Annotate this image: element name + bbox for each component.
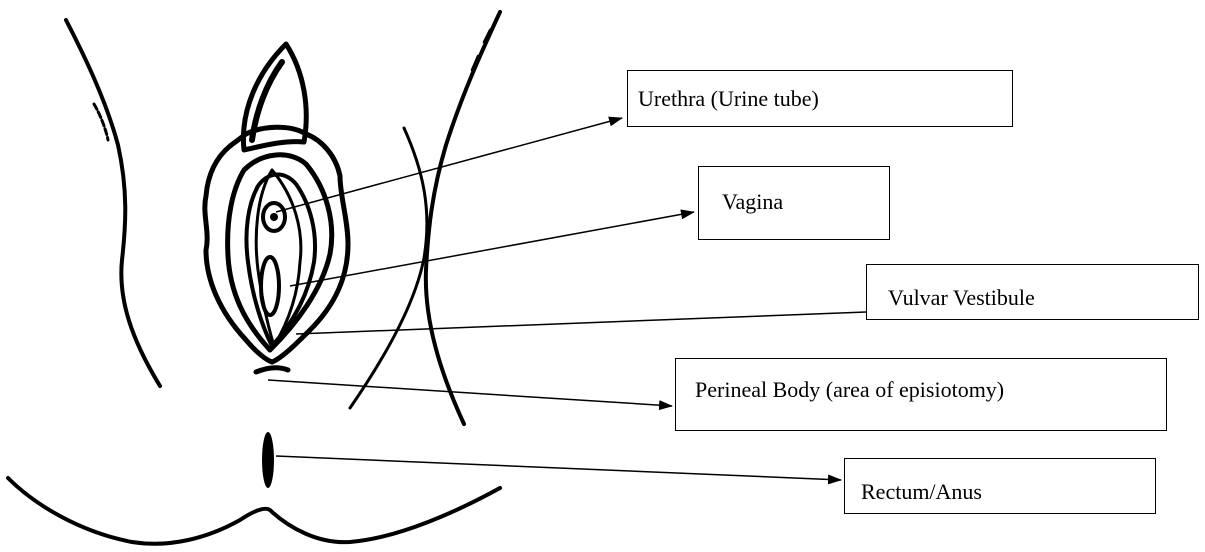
- anus: [262, 432, 274, 488]
- left-thigh-outline: [66, 20, 160, 386]
- urethra-dot: [270, 213, 278, 221]
- label-rectum-anus: Rectum/Anus: [844, 458, 1156, 514]
- vaginal-opening: [261, 257, 279, 315]
- label-vulvar-vestibule: Vulvar Vestibule: [866, 264, 1199, 320]
- buttocks-outline: [8, 478, 500, 544]
- leader-rectum: [276, 456, 841, 480]
- leader-vagina: [290, 212, 694, 286]
- leader-perineal: [268, 380, 672, 406]
- label-vagina-text: Vagina: [722, 191, 783, 213]
- perineal-body: [256, 368, 288, 372]
- label-vagina: Vagina: [698, 166, 890, 240]
- right-thigh-outline: [426, 12, 500, 424]
- label-rectum-anus-text: Rectum/Anus: [861, 481, 982, 503]
- label-urethra: Urethra (Urine tube): [627, 70, 1013, 127]
- leader-vestibule: [296, 312, 866, 334]
- label-urethra-text: Urethra (Urine tube): [638, 88, 819, 110]
- label-perineal-body: Perineal Body (area of episiotomy): [675, 358, 1167, 431]
- label-vulvar-vestibule-text: Vulvar Vestibule: [888, 287, 1035, 309]
- label-perineal-body-text: Perineal Body (area of episiotomy): [695, 379, 1004, 401]
